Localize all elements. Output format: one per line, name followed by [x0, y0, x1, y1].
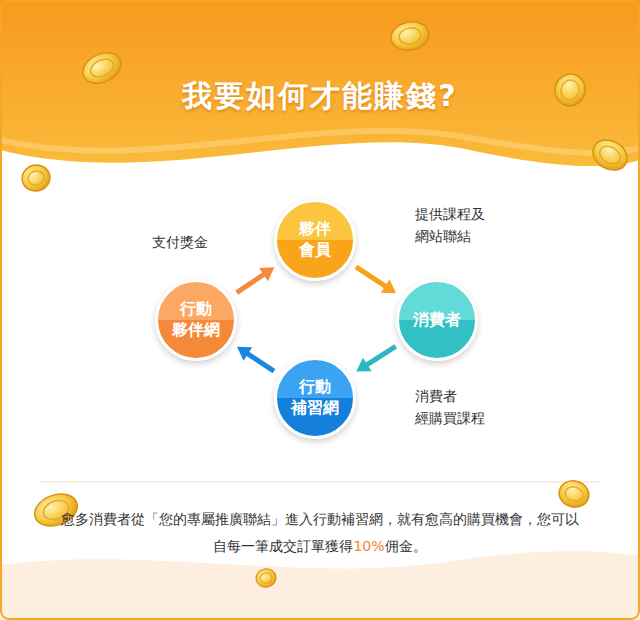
- edge-label: 提供課程及 網站聯結: [413, 204, 490, 247]
- circle-node: 行動 補習網: [274, 357, 356, 439]
- node-label: 夥伴 會員: [290, 219, 340, 261]
- node-label: 行動 補習網: [290, 377, 340, 419]
- highlight: 10%: [353, 538, 384, 554]
- footer-band: [0, 551, 640, 620]
- circle-node: 消費者: [396, 279, 478, 361]
- arrowhead: [356, 358, 371, 372]
- wave: [0, 142, 640, 620]
- connector-line: [237, 273, 266, 292]
- edge-label: 消費者 經購買課程: [413, 386, 490, 429]
- circle-node: 夥伴 會員: [274, 199, 356, 281]
- arrow-connector: [356, 267, 396, 293]
- connector-line: [246, 353, 274, 371]
- circle-node: 行動 夥伴網: [155, 279, 237, 361]
- arrow-connector: [356, 346, 395, 371]
- caption: 愈多消費者從「您的專屬推廣聯結」進入行動補習網，就有愈高的購買機會，您可以自每一…: [60, 506, 580, 560]
- title: 我要如何才能賺錢?: [0, 76, 640, 117]
- arrowhead: [237, 347, 252, 361]
- arrow-connector: [237, 347, 274, 371]
- connector-line: [356, 267, 387, 287]
- node-text-group: 行動 夥伴網: [171, 299, 221, 341]
- node-text-group: 消費者: [412, 310, 462, 331]
- edge-label: 支付獎金: [150, 232, 227, 254]
- arrow-connector: [237, 267, 275, 292]
- node-label: 消費者: [412, 310, 462, 331]
- arrowhead: [381, 279, 396, 293]
- wave-edge: [0, 131, 640, 153]
- arrowhead: [259, 267, 274, 281]
- node-text-group: 夥伴 會員: [290, 219, 340, 261]
- node-text-group: 行動 補習網: [290, 377, 340, 419]
- connector-line: [366, 346, 396, 365]
- node-label: 行動 夥伴網: [171, 299, 221, 341]
- divider: [40, 482, 600, 483]
